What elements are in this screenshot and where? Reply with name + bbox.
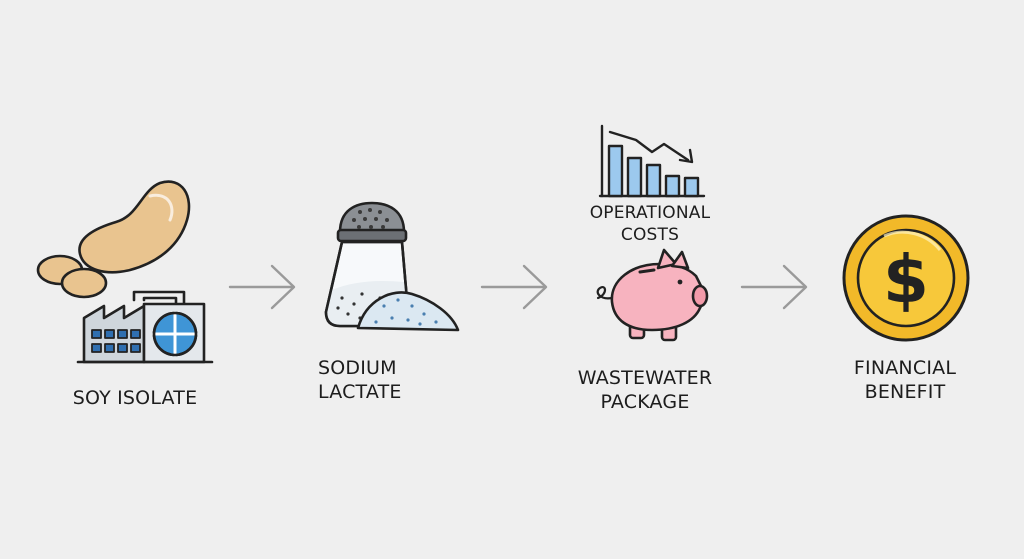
- callout-label-operational-costs: OPERATIONAL COSTS: [560, 202, 740, 246]
- stage-label-sodium-lactate: SODIUM LACTATE: [318, 356, 428, 404]
- label-line: LACTATE: [318, 381, 402, 403]
- stage-label-wastewater-package: WASTEWATER PACKAGE: [560, 366, 730, 414]
- salt-shaker-icon: [324, 201, 460, 332]
- dollar-coin-icon: $: [842, 214, 970, 342]
- declining-bar-chart-icon: [598, 124, 706, 198]
- label-line: COSTS: [620, 225, 680, 245]
- label-line: SOY ISOLATE: [72, 387, 198, 409]
- soybean-factory-icon: [36, 180, 214, 364]
- svg-text:$: $: [883, 241, 929, 318]
- arrow-right-icon: [480, 264, 548, 310]
- label-line: SODIUM: [318, 357, 397, 379]
- piggy-bank-icon: [596, 248, 709, 342]
- arrow-right-icon: [228, 264, 296, 310]
- label-line: BENEFIT: [864, 381, 946, 403]
- stage-label-soy-isolate: SOY ISOLATE: [40, 386, 230, 410]
- stage-label-financial-benefit: FINANCIAL BENEFIT: [830, 356, 980, 404]
- label-line: PACKAGE: [600, 391, 690, 413]
- label-line: OPERATIONAL: [589, 203, 711, 223]
- label-line: FINANCIAL: [853, 357, 957, 379]
- arrow-right-icon: [740, 264, 808, 310]
- label-line: WASTEWATER: [577, 367, 713, 389]
